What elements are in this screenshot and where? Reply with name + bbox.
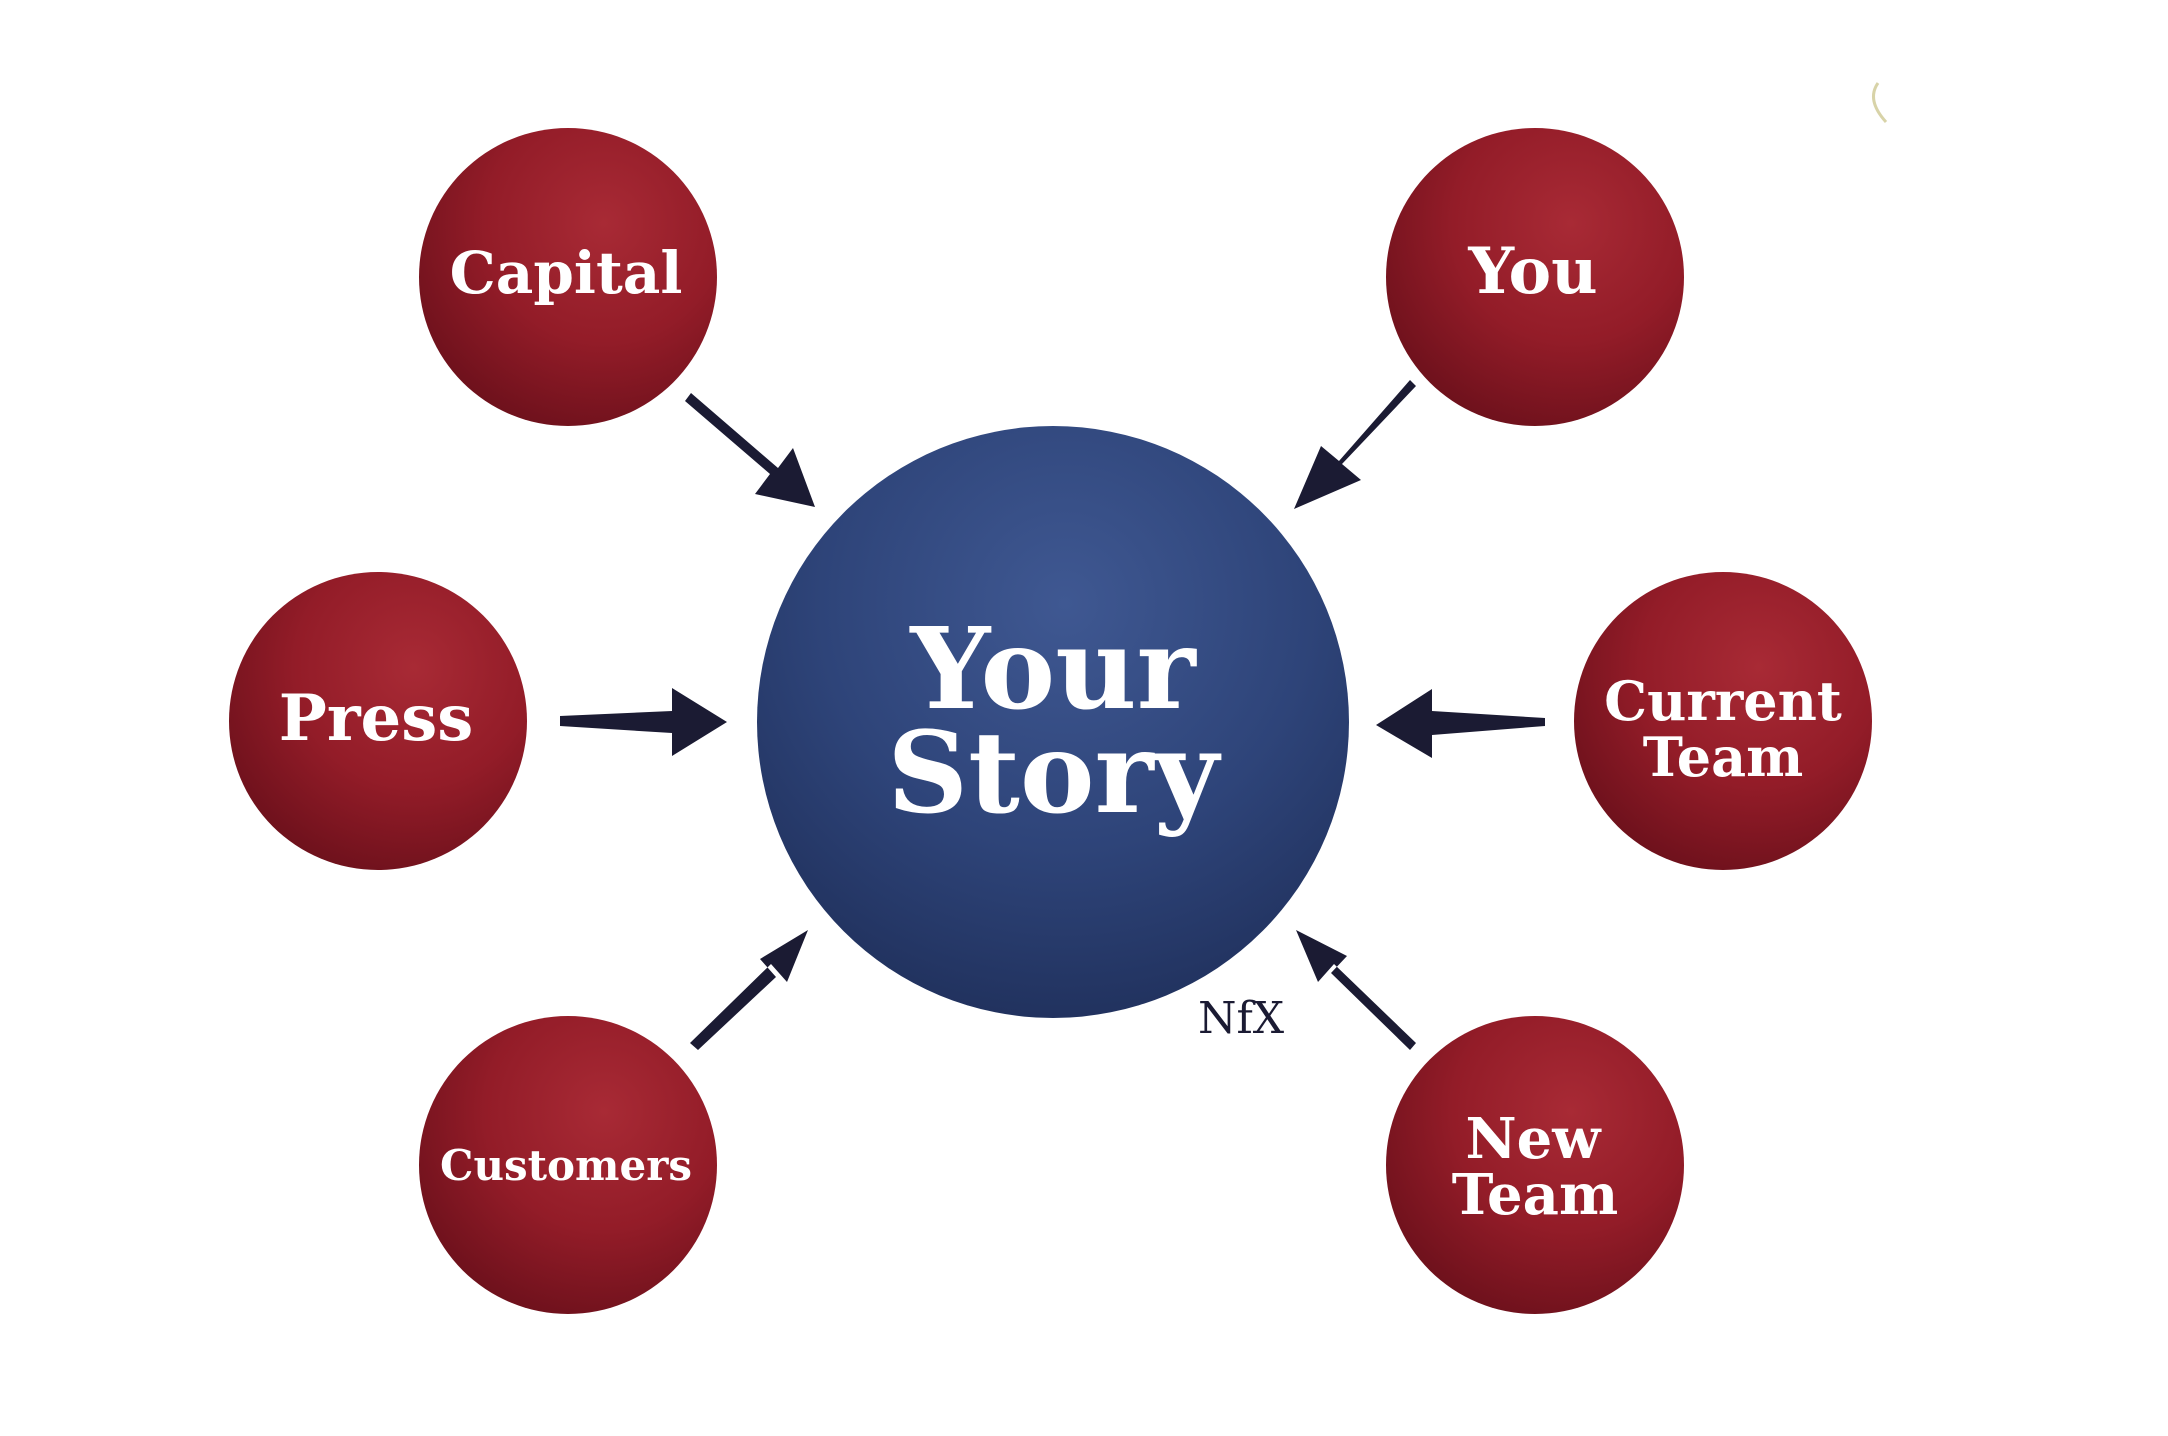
center-label-line2: Story bbox=[887, 708, 1221, 839]
node-new-team-line2: Team bbox=[1452, 1162, 1618, 1228]
arrow-customers bbox=[690, 930, 808, 1050]
node-capital: Capital bbox=[419, 128, 717, 426]
node-you-label: You bbox=[1467, 234, 1597, 309]
decorative-mark bbox=[1872, 82, 1888, 124]
nfx-logo: NfX bbox=[1198, 993, 1285, 1044]
arrow-press bbox=[560, 688, 727, 756]
arrow-new-team bbox=[1296, 930, 1416, 1050]
arrows bbox=[560, 380, 1545, 1050]
node-customers: Customers bbox=[419, 1016, 717, 1314]
arrow-current-team bbox=[1376, 689, 1545, 758]
node-press: Press bbox=[229, 572, 527, 870]
center-node: Your Story bbox=[757, 426, 1349, 1018]
node-capital-label: Capital bbox=[450, 239, 683, 307]
node-new-team-line1: New bbox=[1465, 1106, 1602, 1172]
node-press-label: Press bbox=[279, 681, 474, 756]
node-current-team-line2: Team bbox=[1643, 725, 1803, 789]
arrow-you bbox=[1294, 380, 1416, 509]
arrow-capital bbox=[685, 393, 815, 507]
node-new-team: New Team bbox=[1386, 1016, 1684, 1314]
node-you: You bbox=[1386, 128, 1684, 426]
center-label-line1: Your bbox=[909, 604, 1197, 735]
node-current-team-line1: Current bbox=[1604, 669, 1842, 733]
node-current-team: Current Team bbox=[1574, 572, 1872, 870]
node-customers-label: Customers bbox=[440, 1141, 692, 1190]
